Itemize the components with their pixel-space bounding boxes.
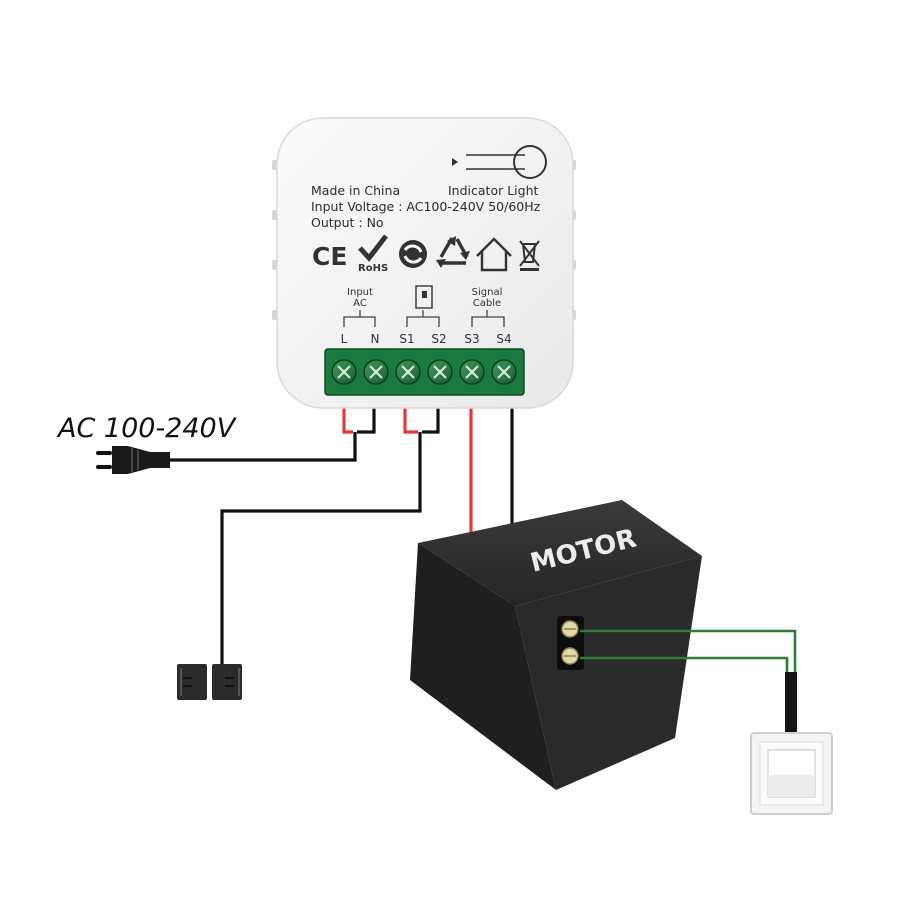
terminal-screw-s3	[459, 359, 485, 385]
indicator-light	[452, 145, 547, 179]
home-icon	[476, 237, 512, 272]
sensor-part-b	[212, 664, 242, 700]
svg-text:RoHS: RoHS	[358, 263, 388, 274]
plug-prong-bottom	[96, 465, 112, 469]
magnetic-door-sensor	[177, 664, 242, 700]
sensor-part-a	[177, 664, 207, 700]
signal-group-sub: Cable	[473, 298, 501, 309]
terminal-label-n: N	[371, 332, 380, 346]
output-label: Output : No	[311, 215, 384, 230]
sensor-cable	[220, 432, 422, 690]
switch-wires	[580, 629, 797, 675]
indicator-label: Indicator Light	[448, 183, 539, 198]
made-in-label: Made in China	[311, 183, 400, 198]
terminal-label-s4: S4	[496, 332, 511, 346]
certification-row: CE RoHS	[312, 234, 540, 274]
power-label: AC 100-240V	[56, 413, 238, 444]
black-wire-n	[357, 400, 376, 434]
switch-cable-sleeve	[785, 672, 797, 738]
wall-switch	[750, 672, 833, 815]
input-voltage-label: Input Voltage : AC100-240V 50/60Hz	[311, 199, 541, 214]
power-plug: AC 100-240V	[56, 413, 238, 474]
motor-unit: MOTOR	[410, 500, 702, 790]
red-wire-s1	[403, 400, 418, 434]
terminal-label-l: L	[341, 332, 348, 346]
terminal-screw-s2	[427, 359, 453, 385]
terminal-label-s3: S3	[464, 332, 479, 346]
terminal-screw-s4	[491, 359, 517, 385]
module-body	[276, 117, 574, 409]
input-group-sub: AC	[353, 298, 367, 309]
terminal-screw-s1	[395, 359, 421, 385]
smart-switch-module: Made in China Indicator Light Input Volt…	[272, 117, 576, 409]
red-wire-l	[342, 400, 353, 434]
weee-bin-icon	[519, 240, 540, 271]
input-group-label: Input	[347, 287, 373, 298]
recycle-icon	[436, 236, 470, 268]
terminal-screw-l	[331, 359, 357, 385]
motor-top-face	[418, 500, 702, 606]
plug-prong-top	[96, 451, 112, 455]
terminal-screw-n	[363, 359, 389, 385]
relay-symbol	[415, 285, 433, 309]
terminal-screws	[331, 359, 517, 385]
signal-group-label: Signal	[472, 287, 503, 298]
terminal-label-s2: S2	[431, 332, 446, 346]
rohs-check-icon: RoHS	[358, 234, 388, 274]
green-dot-icon	[399, 240, 427, 268]
motor-left-face	[410, 543, 556, 790]
motor-front-face	[515, 556, 702, 790]
terminal-label-s1: S1	[399, 332, 414, 346]
plug-cable	[170, 432, 357, 462]
black-wire-s2	[422, 400, 440, 434]
ce-mark-icon: CE	[312, 242, 347, 271]
plug-body	[112, 446, 170, 474]
